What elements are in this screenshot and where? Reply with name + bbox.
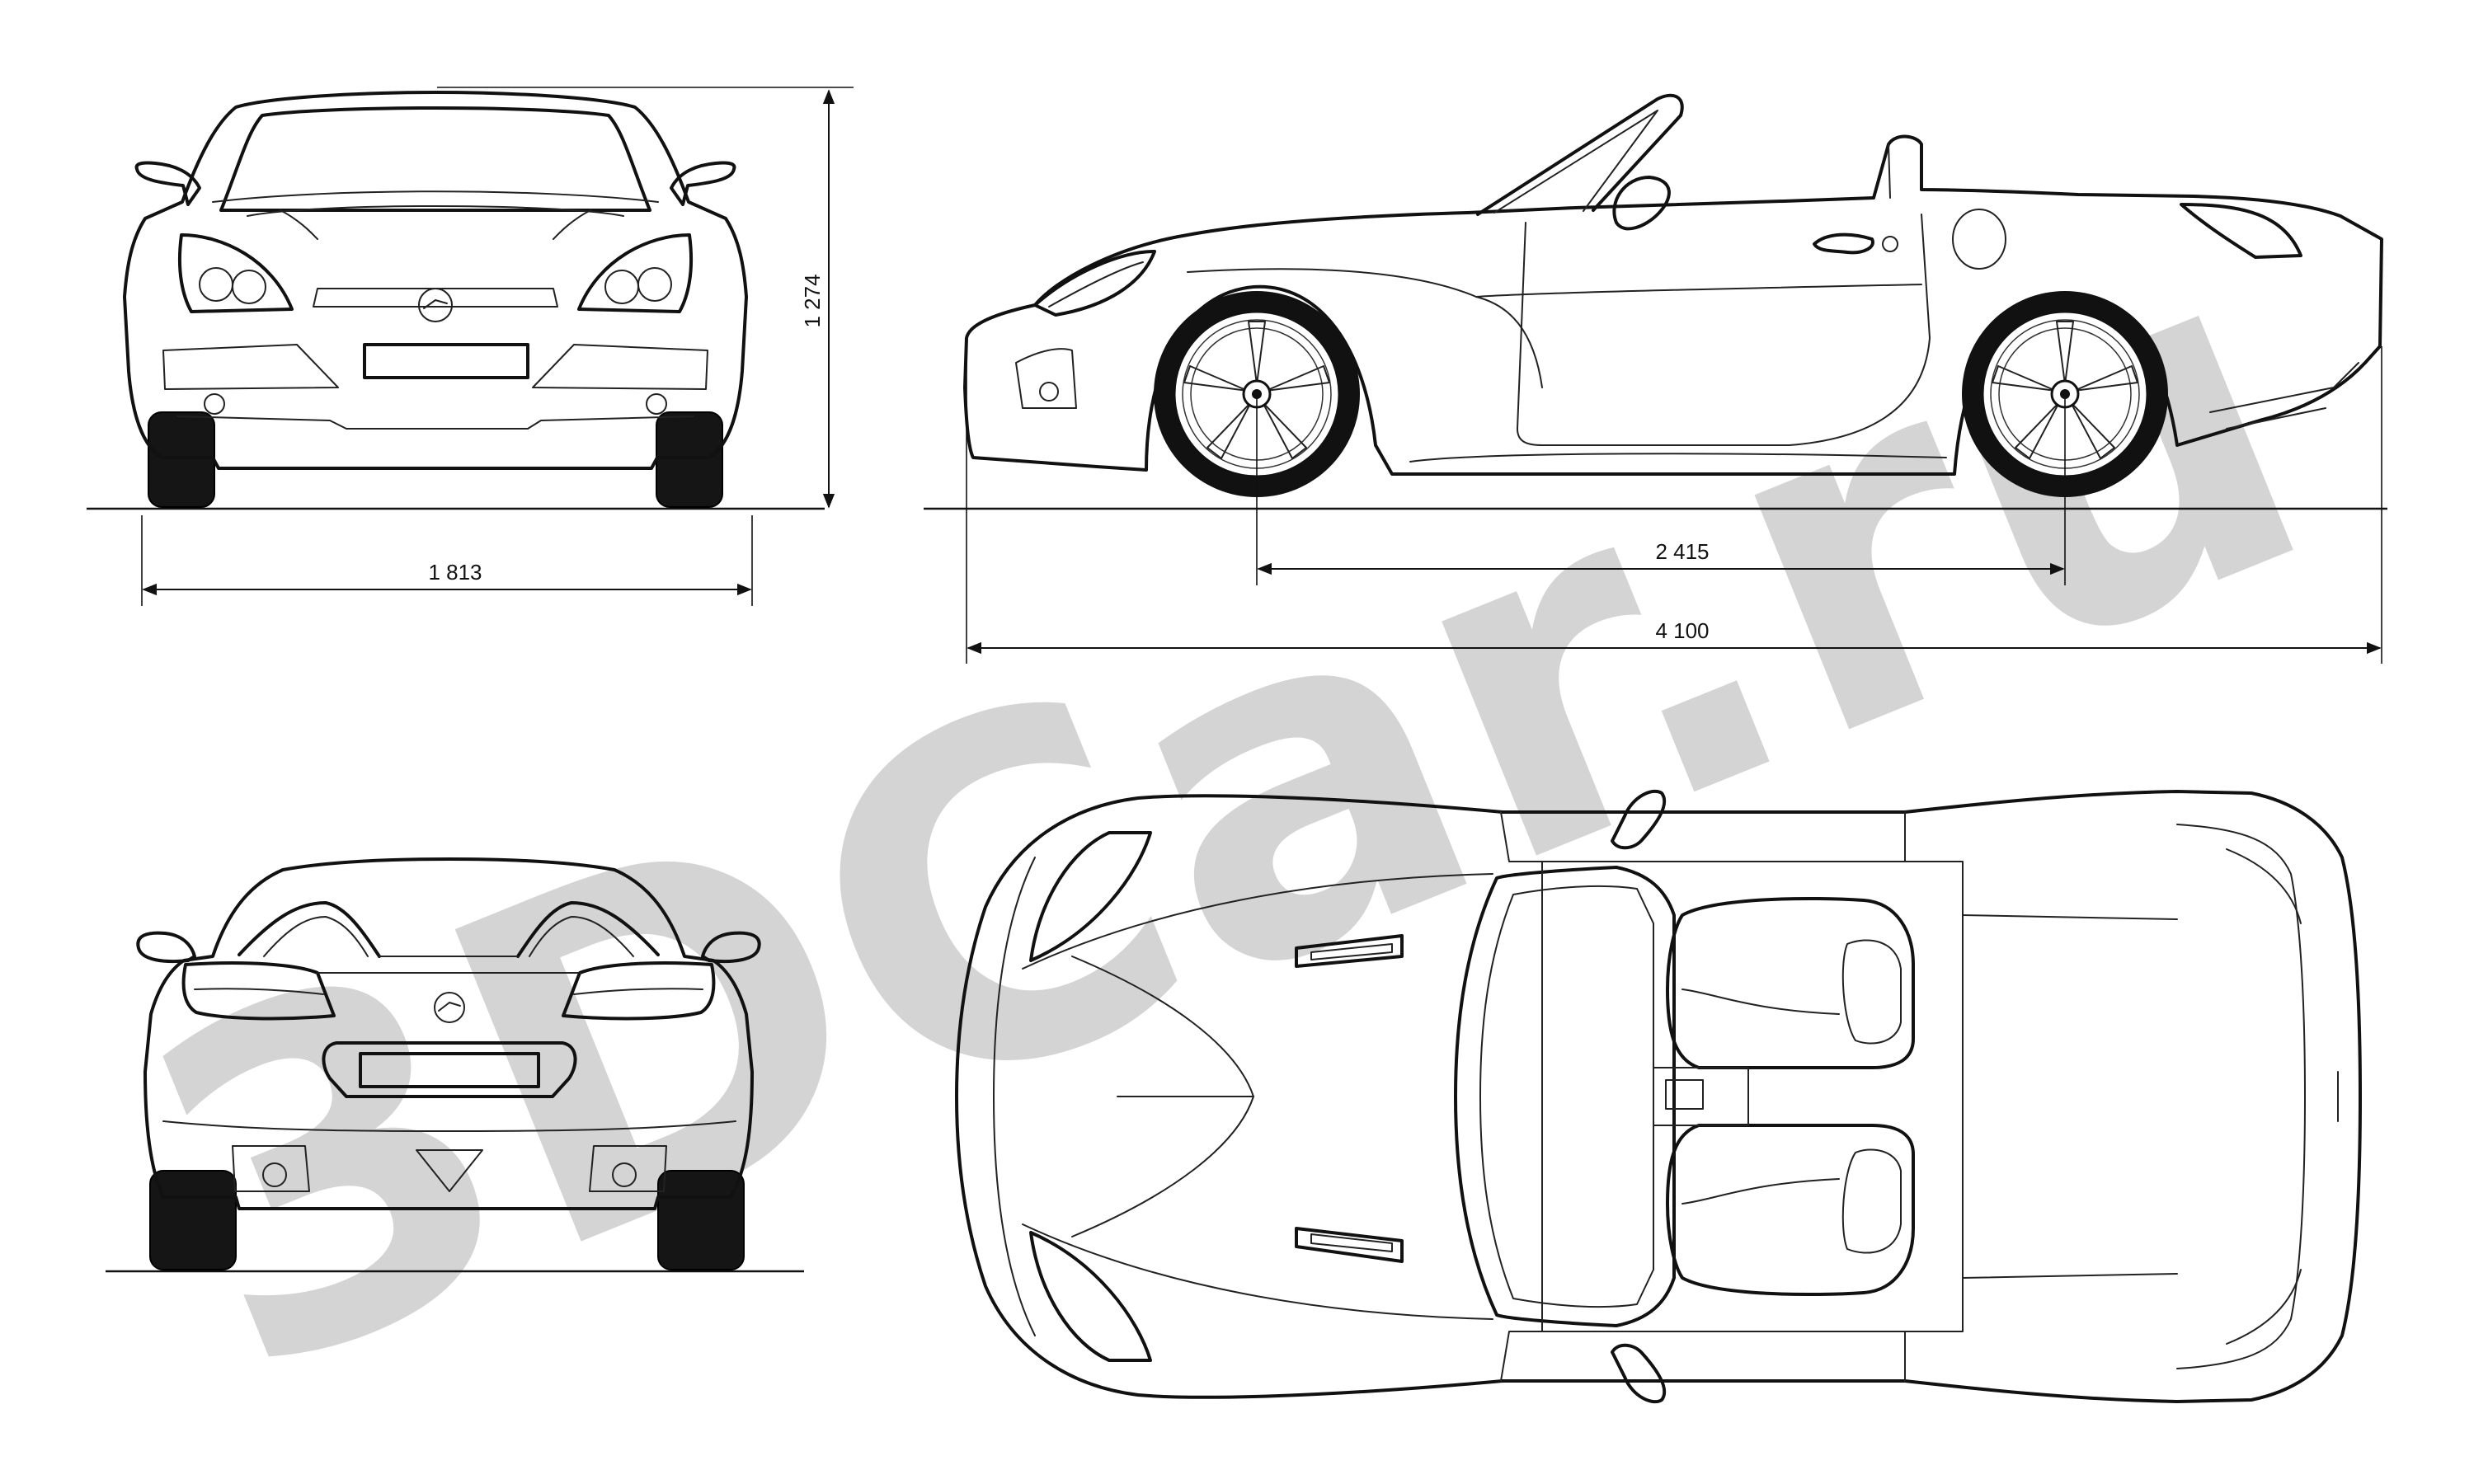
front-right-mirror xyxy=(670,161,736,206)
rear-right-taillight xyxy=(562,961,716,1021)
top-left-headlight xyxy=(1029,831,1152,962)
rear-left-taillight xyxy=(181,961,336,1021)
front-left-headlight xyxy=(177,233,294,313)
front-view: 1 274 1 813 xyxy=(87,87,854,606)
side-mirror xyxy=(1612,176,1671,231)
side-door-handle xyxy=(1813,232,1874,255)
front-brand-logo xyxy=(418,288,453,322)
rear-body-outline xyxy=(143,857,754,1210)
rear-left-exhaust xyxy=(262,1162,287,1187)
front-windshield xyxy=(219,106,651,212)
top-right-headlight xyxy=(1029,1231,1152,1362)
length-dimension-label: 4 100 xyxy=(1655,618,1709,643)
front-right-tire xyxy=(656,411,723,508)
side-tail-light xyxy=(2180,203,2302,259)
top-left-side-mirror xyxy=(1611,789,1667,850)
side-view: 2 415 4 100 xyxy=(924,93,2387,664)
side-body-outline xyxy=(963,134,2383,476)
top-right-seat xyxy=(1666,1124,1915,1297)
front-left-mirror xyxy=(134,161,201,206)
top-hood-vent-right xyxy=(1295,1227,1404,1263)
top-right-side-mirror xyxy=(1611,1343,1667,1404)
top-hood-vent-left xyxy=(1295,934,1404,968)
wheelbase-dimension-label: 2 415 xyxy=(1655,539,1709,564)
front-license-plate xyxy=(363,343,529,379)
rear-right-mirror xyxy=(701,931,761,964)
top-windshield xyxy=(1454,866,1676,1327)
rear-license-plate xyxy=(359,1052,540,1088)
top-body-outline xyxy=(955,790,2362,1403)
top-center-console xyxy=(1653,1067,1749,1126)
width-dimension-label: 1 813 xyxy=(428,560,482,585)
front-left-foglight xyxy=(204,393,225,415)
rear-left-mirror xyxy=(136,931,196,964)
height-dimension-label: 1 274 xyxy=(800,274,825,327)
rear-right-exhaust xyxy=(612,1162,637,1187)
top-left-seat xyxy=(1666,896,1915,1069)
rear-left-tire xyxy=(149,1170,237,1270)
side-fuel-cap xyxy=(1952,209,2006,270)
side-windshield-frame xyxy=(1476,93,1684,216)
rear-right-tire xyxy=(657,1170,745,1270)
front-right-foglight xyxy=(646,393,667,415)
front-right-headlight xyxy=(577,233,694,313)
front-body-outline xyxy=(123,91,748,470)
rear-brand-logo xyxy=(434,992,465,1023)
top-view xyxy=(955,789,2362,1404)
front-left-tire xyxy=(148,411,215,508)
rear-view xyxy=(106,857,804,1273)
side-headlight xyxy=(1033,250,1156,317)
